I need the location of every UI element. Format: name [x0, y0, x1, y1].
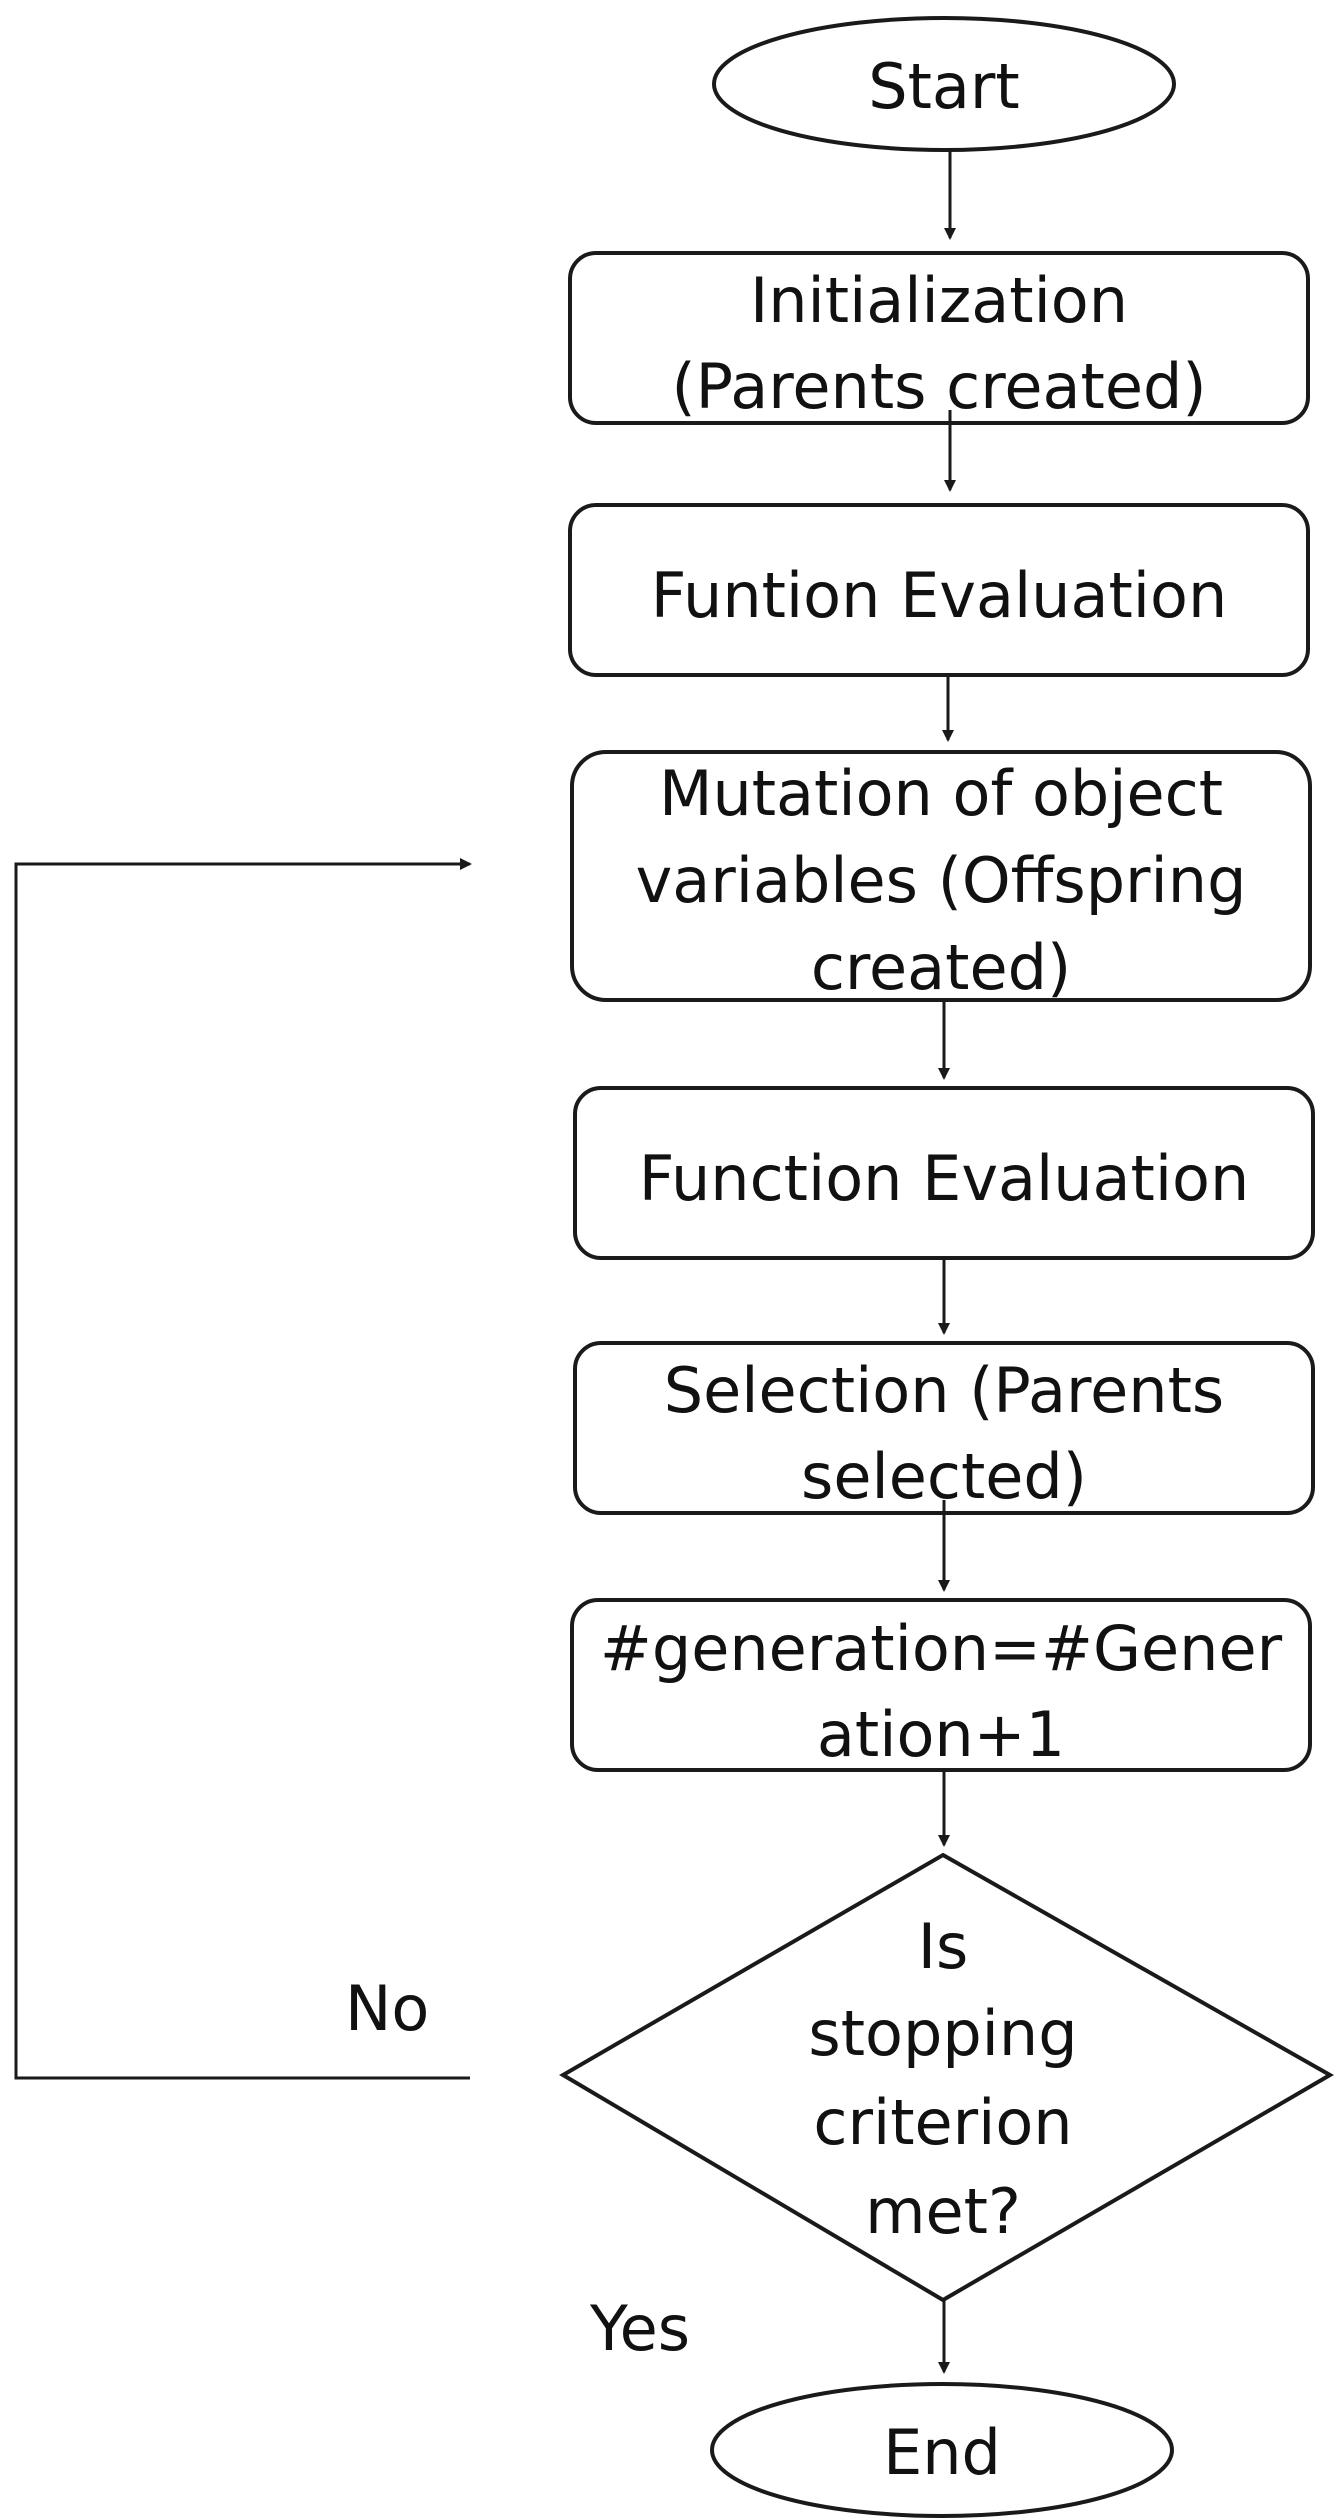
- start-node: Start: [712, 16, 1176, 152]
- function-evaluation-label: Function Evaluation: [639, 1142, 1250, 1215]
- end-node: End: [710, 2382, 1174, 2518]
- initialization-node: Initialization (Parents created): [568, 251, 1310, 425]
- generation-node: #generation=#Gener ation+1: [570, 1598, 1312, 1772]
- mutation-label-line1: Mutation of object: [659, 757, 1223, 830]
- initialization-label-line1: Initialization: [750, 264, 1128, 337]
- decision-node: Is stopping criterion met?: [559, 1852, 1335, 2303]
- selection-node: Selection (Parents selected): [573, 1341, 1315, 1515]
- mutation-node: Mutation of object variables (Offspring …: [570, 750, 1312, 1004]
- decision-label-line1: Is: [918, 1910, 969, 1983]
- decision-label-line3: criterion: [813, 2086, 1072, 2159]
- funtion-evaluation-node: Funtion Evaluation: [568, 503, 1310, 677]
- start-label: Start: [868, 50, 1019, 123]
- generation-label-line1: #generation=#Gener: [600, 1612, 1283, 1685]
- selection-label-line1: Selection (Parents: [664, 1354, 1224, 1427]
- no-label: No: [345, 1972, 429, 2045]
- end-label: End: [883, 2416, 1001, 2489]
- decision-label-line2: stopping: [808, 1997, 1077, 2070]
- function-evaluation-node: Function Evaluation: [573, 1086, 1315, 1260]
- yes-label: Yes: [589, 2292, 690, 2365]
- mutation-label-line3: created): [811, 931, 1071, 1004]
- generation-label-line2: ation+1: [817, 1698, 1065, 1771]
- decision-label-line4: met?: [865, 2175, 1021, 2248]
- initialization-label-line2: (Parents created): [671, 350, 1206, 423]
- no-loop-connector: [14, 858, 472, 2080]
- funtion-evaluation-label: Funtion Evaluation: [651, 559, 1227, 632]
- mutation-label-line2: variables (Offspring: [636, 844, 1247, 917]
